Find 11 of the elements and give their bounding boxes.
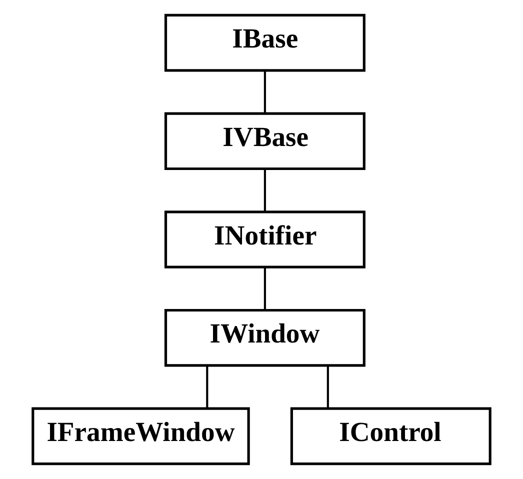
connector xyxy=(264,169,266,212)
connector xyxy=(326,366,329,409)
node-box: IWindow xyxy=(164,308,366,367)
node-box: IVBase xyxy=(164,112,366,170)
node-box: INotifier xyxy=(164,210,366,268)
connector xyxy=(264,70,266,114)
node-box: IBase xyxy=(164,14,366,72)
node-box: IFrameWindow xyxy=(32,407,250,466)
node-box: IControl xyxy=(290,407,492,466)
connector xyxy=(264,267,266,310)
connector xyxy=(206,366,208,409)
